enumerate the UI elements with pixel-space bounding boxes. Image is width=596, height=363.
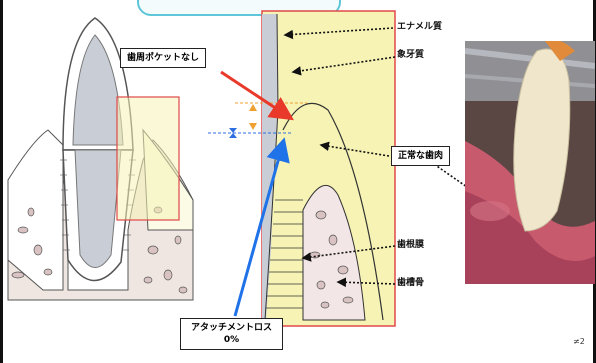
label-normal-gingiva: 正常な歯肉 [391, 146, 451, 166]
label-dentin: 象牙質 [397, 50, 425, 60]
tooth-section-left [7, 17, 194, 301]
clinical-photo [465, 41, 595, 284]
label-attachment-loss: アタッチメントロス 0% [180, 318, 284, 350]
label-enamel: エナメル質 [397, 22, 443, 32]
page-number: ≠2 [573, 337, 585, 346]
photo-drawing [465, 41, 595, 284]
magnified-section [208, 10, 505, 327]
label-periodontal-ligament: 歯根膜 [397, 240, 425, 250]
attachment-loss-value: 0% [223, 335, 240, 345]
label-alveolar-bone: 歯槽骨 [397, 278, 425, 288]
label-no-pocket: 歯周ポケットなし [120, 48, 207, 68]
attachment-loss-title: アタッチメントロス [191, 323, 273, 333]
tooth-diagram [7, 10, 505, 327]
